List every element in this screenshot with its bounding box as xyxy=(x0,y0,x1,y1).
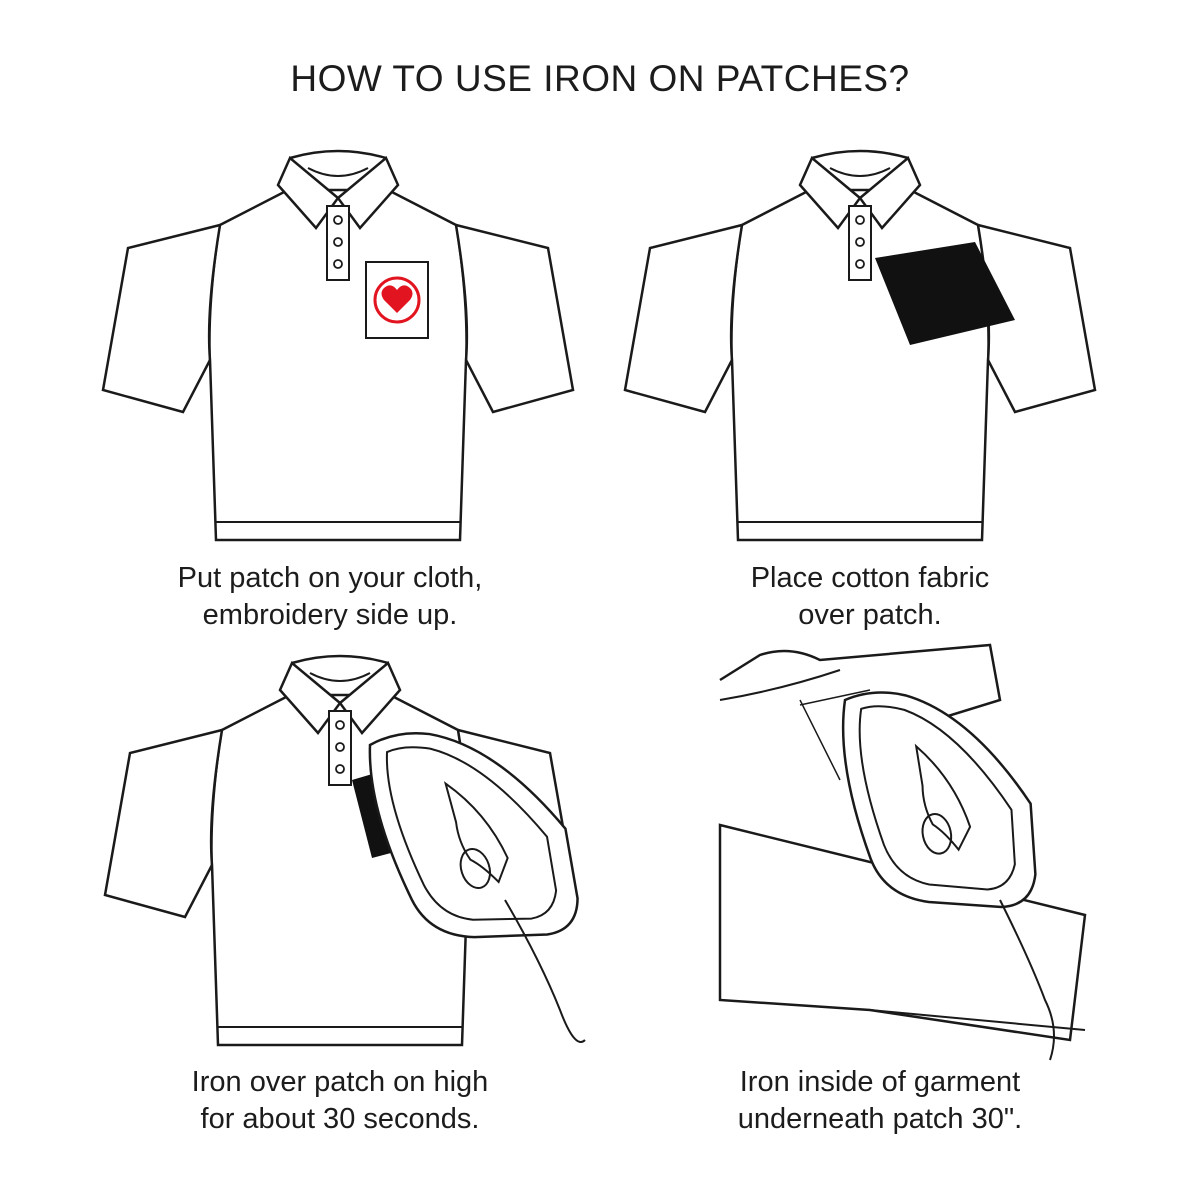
heart-icon xyxy=(381,285,413,313)
step1-shirt-illustration xyxy=(101,149,575,542)
step4-caption: Iron inside of garment underneath patch … xyxy=(600,1064,1160,1138)
step3-caption: Iron over patch on high for about 30 sec… xyxy=(60,1064,620,1138)
step4-caption-line2: underneath patch 30". xyxy=(737,1103,1023,1135)
step1-caption-line2: embroidery side up. xyxy=(202,599,458,631)
step3-shirt-illustration xyxy=(103,654,597,1047)
step4-garment-illustration xyxy=(718,643,1087,1061)
iron-cord xyxy=(999,899,1055,1061)
step3-caption-line2: for about 30 seconds. xyxy=(200,1103,480,1135)
cotton-fabric-cover xyxy=(875,242,1015,345)
step1-caption: Put patch on your cloth, embroidery side… xyxy=(50,560,610,634)
step3-caption-line1: Iron over patch on high xyxy=(191,1066,489,1098)
heart-patch-ring xyxy=(373,276,421,324)
step2-caption-line2: over patch. xyxy=(798,599,942,631)
page-title: HOW TO USE IRON ON PATCHES? xyxy=(290,58,910,99)
step1-caption-line1: Put patch on your cloth, xyxy=(177,562,483,594)
step2-shirt-illustration xyxy=(623,149,1097,542)
iron-cord xyxy=(504,899,586,1043)
step4-caption-line1: Iron inside of garment xyxy=(739,1066,1021,1098)
step2-caption: Place cotton fabric over patch. xyxy=(590,560,1150,634)
step2-caption-line1: Place cotton fabric xyxy=(750,562,990,594)
